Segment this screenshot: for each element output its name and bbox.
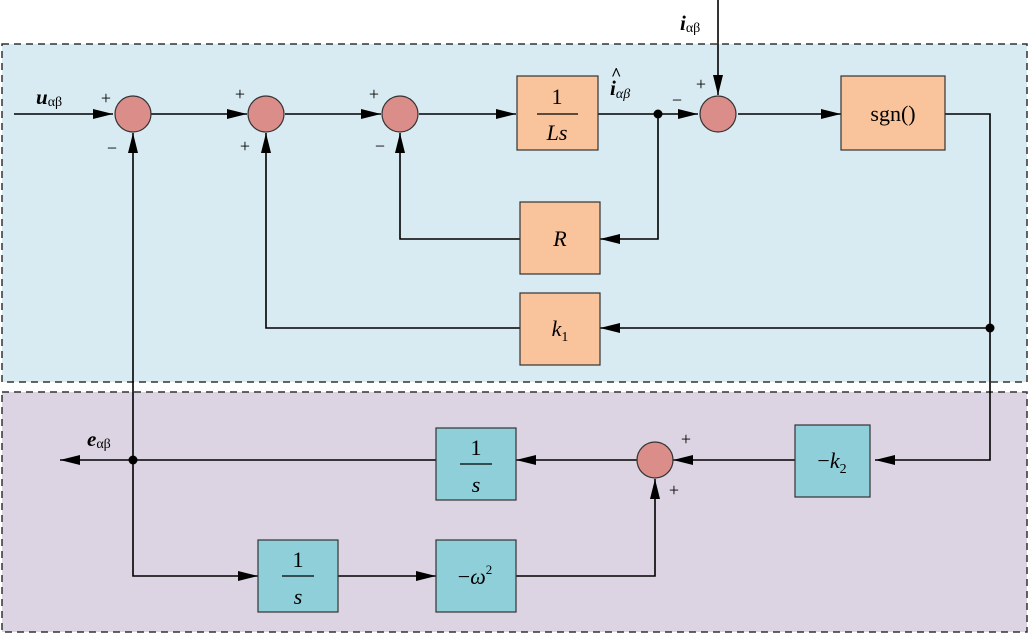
neg-omega-sq-label: −ω2: [458, 562, 492, 589]
i-alpha-beta-label: iαβ: [680, 11, 700, 36]
u-alpha-beta-label: uαβ: [36, 85, 62, 110]
ihat-hat-mark: ^: [611, 64, 621, 84]
e-alpha-beta-label: eαβ: [87, 427, 111, 452]
block-integrator-Ls: [516, 75, 599, 151]
branch-dot-e: [128, 455, 138, 465]
block-neg-k2: [794, 424, 871, 498]
sum-junction-4: [699, 95, 737, 133]
ihat-alpha-beta-label: iαβ: [610, 76, 630, 102]
sum3-sign-bottom: −: [375, 136, 385, 156]
wire-k1-to-sum2: [261, 133, 520, 329]
sum4-sign-left: −: [672, 90, 682, 110]
block-neg-omega-sq: [435, 539, 517, 613]
sum5-sign-top: +: [681, 429, 691, 449]
wire-R-to-sum3: [395, 133, 520, 240]
k1-label: k1: [552, 316, 569, 345]
sum4-sign-top: +: [696, 74, 706, 94]
sum-junction-5: [636, 441, 674, 479]
s-upper-numerator: 1: [471, 435, 482, 460]
wire-e-to-lower-integrator: [132, 460, 258, 581]
Ls-denominator: Ls: [546, 120, 568, 145]
signal-wires: [14, 0, 991, 581]
sum-junction-1: [114, 95, 152, 133]
block-k1: [519, 292, 601, 366]
block-sgn: [840, 75, 946, 151]
wire-omega-to-sum5: [516, 479, 660, 577]
s-lower-denominator: s: [294, 584, 303, 609]
s-lower-numerator: 1: [293, 547, 304, 572]
R-label: R: [552, 226, 567, 251]
sum1-sign-bottom: −: [107, 138, 117, 158]
branch-dot-ihat: [653, 109, 663, 119]
sum1-sign-top: +: [101, 88, 111, 108]
sum2-sign-bottom: +: [240, 136, 250, 156]
sum2-sign-top: +: [235, 84, 245, 104]
sum5-sign-bottom: +: [669, 480, 679, 500]
Ls-numerator: 1: [552, 84, 563, 109]
wire-ihat-to-R: [600, 114, 659, 244]
block-R: [519, 201, 601, 275]
sum3-sign-top: +: [369, 84, 379, 104]
sum-junction-2: [247, 95, 285, 133]
wire-sgn-out: [875, 113, 991, 465]
sum-junction-3: [381, 95, 419, 133]
s-upper-denominator: s: [472, 472, 481, 497]
sgn-label: sgn(): [870, 101, 915, 126]
neg-k2-label: −k2: [817, 448, 846, 477]
branch-dot-sgn: [985, 323, 995, 333]
